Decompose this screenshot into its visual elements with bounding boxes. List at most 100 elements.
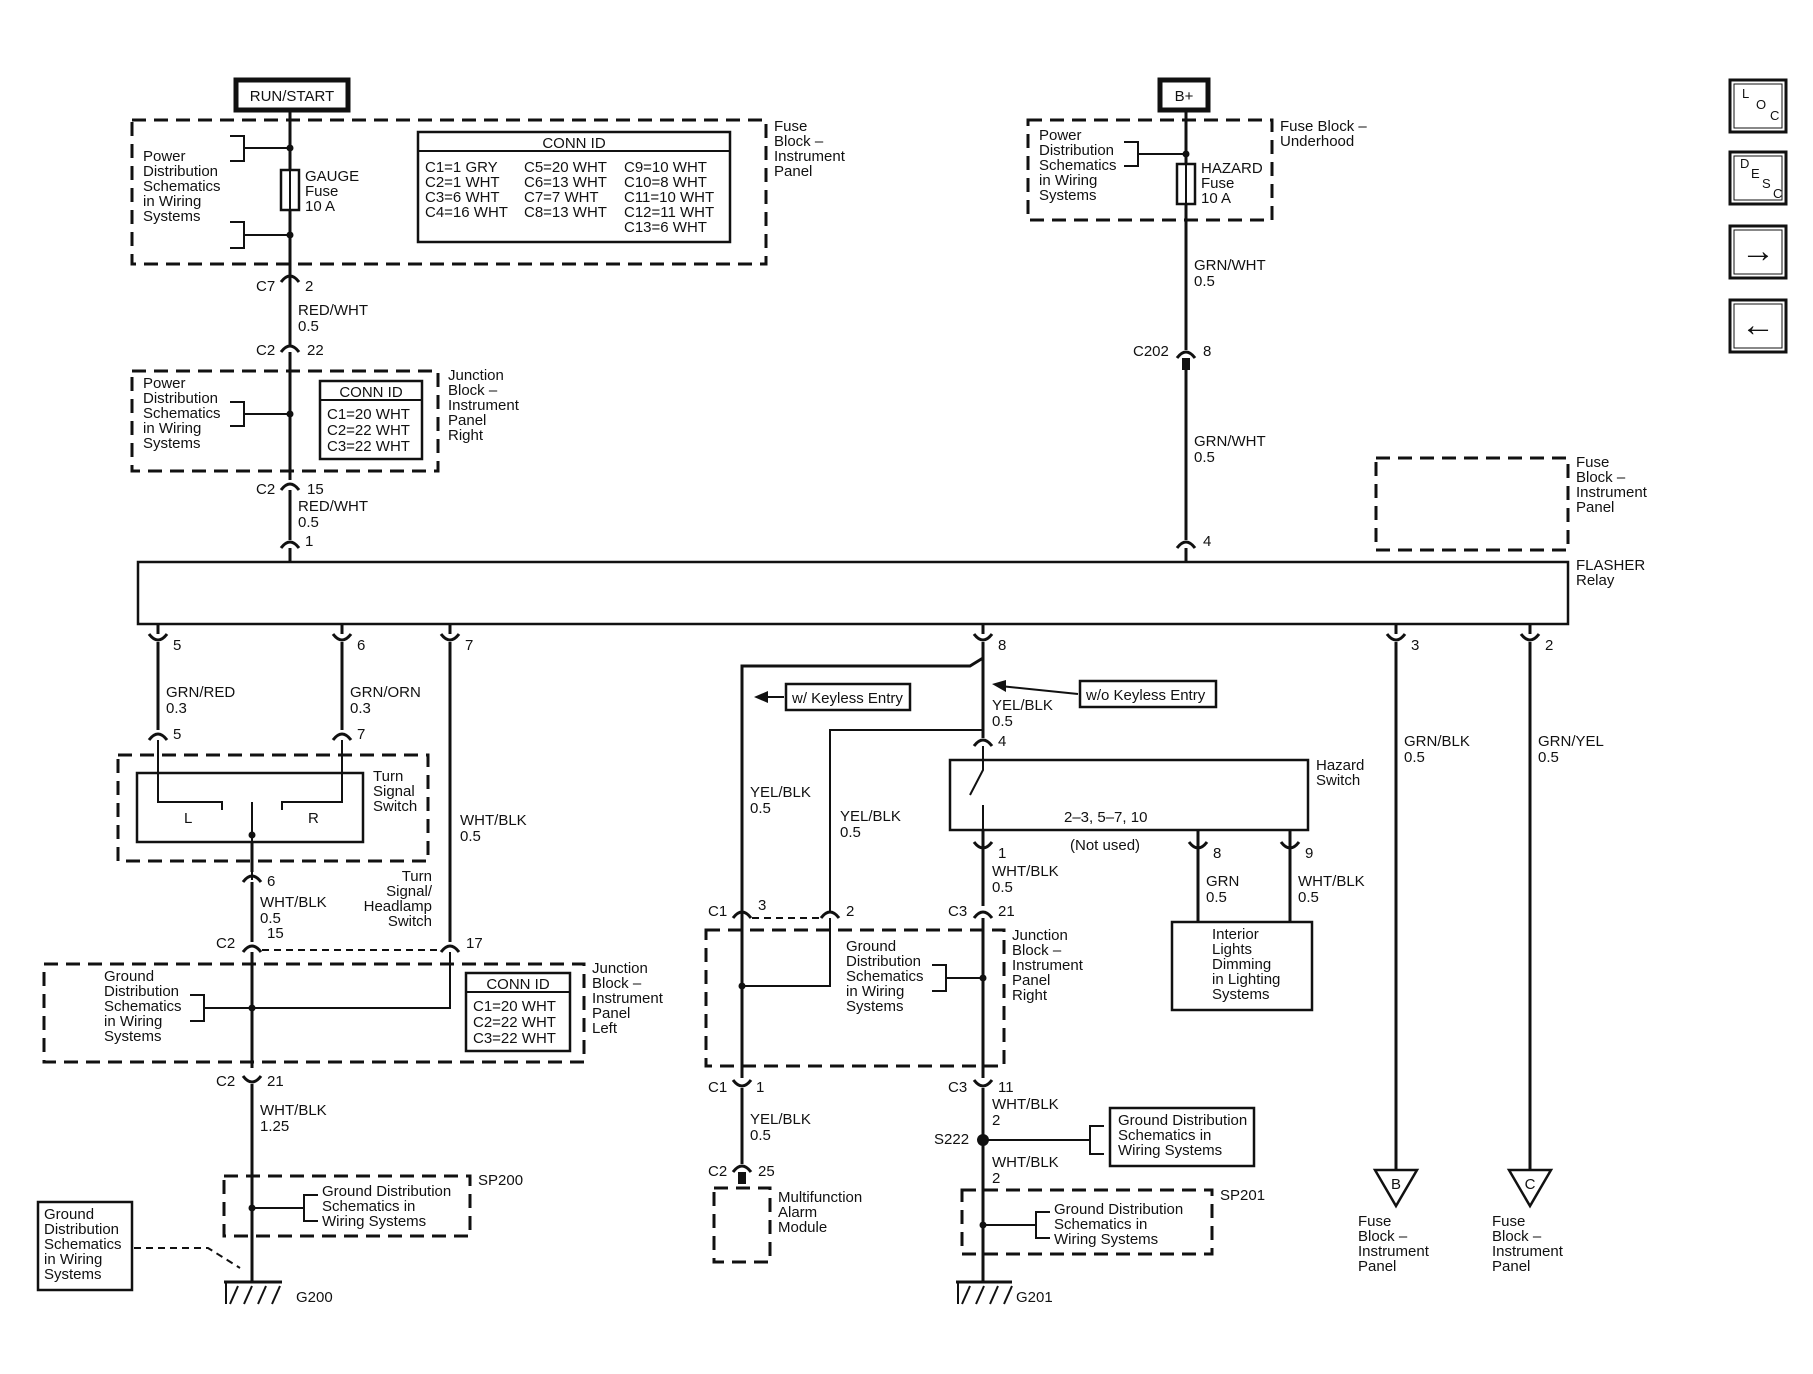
wht-blk-label-3: WHT/BLK (260, 1102, 327, 1119)
svg-text:Systems: Systems (143, 435, 201, 452)
yel-blk-label-4: YEL/BLK (750, 1111, 811, 1128)
svg-text:in Wiring: in Wiring (143, 193, 201, 210)
svg-text:in Wiring: in Wiring (1039, 172, 1097, 189)
hazard-pin-8: 8 (1213, 845, 1221, 862)
wht-blk-size-2: 0.5 (460, 828, 481, 845)
svg-text:C3=22 WHT: C3=22 WHT (327, 438, 410, 455)
sp201-box (960, 1188, 1214, 1256)
wht-blk-size-3: 1.25 (260, 1118, 289, 1135)
svg-text:Switch: Switch (373, 798, 417, 815)
svg-text:C7=7 WHT: C7=7 WHT (524, 189, 599, 206)
svg-text:C2=1 WHT: C2=1 WHT (425, 174, 500, 191)
prev-page-button[interactable]: ← (1728, 298, 1788, 354)
c7-label: C7 (256, 278, 275, 295)
c2-25-pin: 25 (758, 1163, 775, 1180)
wht-blk-label-5: WHT/BLK (1298, 873, 1365, 890)
grn-wht-size-1: 0.5 (1194, 273, 1215, 290)
gauge-fuse-label: GAUGE Fuse 10 A (305, 168, 359, 215)
hazard-pin-4: 4 (998, 733, 1006, 750)
c3-pin-11: 11 (998, 1079, 1014, 1096)
jb-ip-right-box (130, 369, 440, 473)
svg-text:Instrument: Instrument (1358, 1243, 1430, 1260)
svg-text:Power: Power (143, 148, 186, 165)
c3-pin-21: 21 (998, 903, 1015, 920)
s222-label: S222 (934, 1131, 969, 1148)
svg-text:Lights: Lights (1212, 941, 1252, 958)
svg-text:in Wiring: in Wiring (104, 1013, 162, 1030)
svg-text:Schematics in: Schematics in (1118, 1127, 1211, 1144)
flasher-relay-box (136, 560, 1570, 626)
svg-text:Power: Power (1039, 127, 1082, 144)
sp200-box (222, 1174, 472, 1238)
c2-pin-22: 22 (307, 342, 324, 359)
jb-ip-right-label-top: Junction Block – Instrument Panel Right (448, 367, 520, 444)
svg-text:S: S (1762, 176, 1771, 191)
svg-text:Schematics in: Schematics in (1054, 1216, 1147, 1233)
grn-yel-size: 0.5 (1538, 749, 1559, 766)
svg-text:Distribution: Distribution (143, 390, 218, 407)
svg-text:Wiring Systems: Wiring Systems (1118, 1142, 1222, 1159)
turn-signal-switch-label: Turn Signal Switch (373, 768, 417, 815)
svg-text:Ground Distribution: Ground Distribution (322, 1183, 451, 1200)
svg-text:Schematics: Schematics (143, 405, 221, 422)
svg-text:Block –: Block – (1576, 469, 1626, 486)
c202-label: C202 (1133, 343, 1169, 360)
svg-text:GAUGE: GAUGE (305, 168, 359, 185)
svg-text:C4=16 WHT: C4=16 WHT (425, 204, 508, 221)
gnd-dist-label-sp201: Ground Distribution Schematics in Wiring… (1054, 1201, 1183, 1248)
gnd-dist-label-1: Ground Distribution Schematics in Wiring… (104, 968, 182, 1045)
yel-blk-label-1: YEL/BLK (992, 697, 1053, 714)
keyless-entry-without-tag: w/o Keyless Entry (992, 679, 1218, 709)
svg-text:Instrument: Instrument (774, 148, 846, 165)
svg-text:Module: Module (778, 1219, 827, 1236)
fuse-block-underhood-label: Fuse Block – Underhood (1280, 118, 1367, 150)
c3-top-label: C3 (948, 903, 967, 920)
grn-wht-size-2: 0.5 (1194, 449, 1215, 466)
svg-text:Power: Power (143, 375, 186, 392)
ts-headlamp-label: Turn Signal/ Headlamp Switch (364, 868, 433, 930)
svg-text:C8=13 WHT: C8=13 WHT (524, 204, 607, 221)
c2-label-15: C2 (256, 481, 275, 498)
svg-text:Fuse: Fuse (305, 183, 338, 200)
c3-bottom-label: C3 (948, 1079, 967, 1096)
svg-text:Fuse: Fuse (774, 118, 807, 135)
svg-text:Multifunction: Multifunction (778, 1189, 862, 1206)
svg-text:in Wiring: in Wiring (143, 420, 201, 437)
svg-text:Systems: Systems (1212, 986, 1270, 1003)
svg-text:Systems: Systems (143, 208, 201, 225)
svg-text:C1=1 GRY: C1=1 GRY (425, 159, 498, 176)
hazard-fuse-label: HAZARD Fuse 10 A (1201, 160, 1263, 207)
pwr-dist-label-3: Power Distribution Schematics in Wiring … (1039, 127, 1117, 204)
svg-text:Distribution: Distribution (104, 983, 179, 1000)
arrow-left-icon: ← (1741, 306, 1775, 344)
svg-text:in Wiring: in Wiring (846, 983, 904, 1000)
fuse-block-ip-box (130, 118, 768, 266)
wht-blk-label-7: WHT/BLK (992, 1154, 1059, 1171)
svg-text:Fuse: Fuse (1201, 175, 1234, 192)
c7-pin: 2 (305, 278, 313, 295)
svg-text:10 A: 10 A (305, 198, 335, 215)
svg-text:Wiring Systems: Wiring Systems (1054, 1231, 1158, 1248)
svg-text:C: C (1770, 108, 1779, 123)
svg-text:6: 6 (357, 637, 365, 654)
svg-text:Instrument: Instrument (1012, 957, 1084, 974)
svg-text:Schematics in: Schematics in (322, 1198, 415, 1215)
next-page-button[interactable]: → (1728, 224, 1788, 280)
yel-blk-size-1: 0.5 (992, 713, 1013, 730)
desc-button[interactable]: D E S C (1728, 150, 1788, 206)
run-start-tag: RUN/START (233, 77, 351, 113)
svg-text:Schematics: Schematics (143, 178, 221, 195)
svg-text:Systems: Systems (104, 1028, 162, 1045)
svg-text:Turn: Turn (373, 768, 403, 785)
turn-signal-switch-box (135, 771, 365, 844)
c2-left-17: 17 (466, 935, 483, 952)
loc-button[interactable]: L O C (1728, 78, 1788, 134)
svg-text:CONN ID: CONN ID (542, 135, 606, 152)
ts-pin-5: 5 (173, 726, 181, 743)
svg-text:in Wiring: in Wiring (44, 1251, 102, 1268)
red-wht-label-2: RED/WHT (298, 498, 368, 515)
svg-text:C10=8 WHT: C10=8 WHT (624, 174, 707, 191)
b-plus-label: B+ (1175, 88, 1194, 105)
